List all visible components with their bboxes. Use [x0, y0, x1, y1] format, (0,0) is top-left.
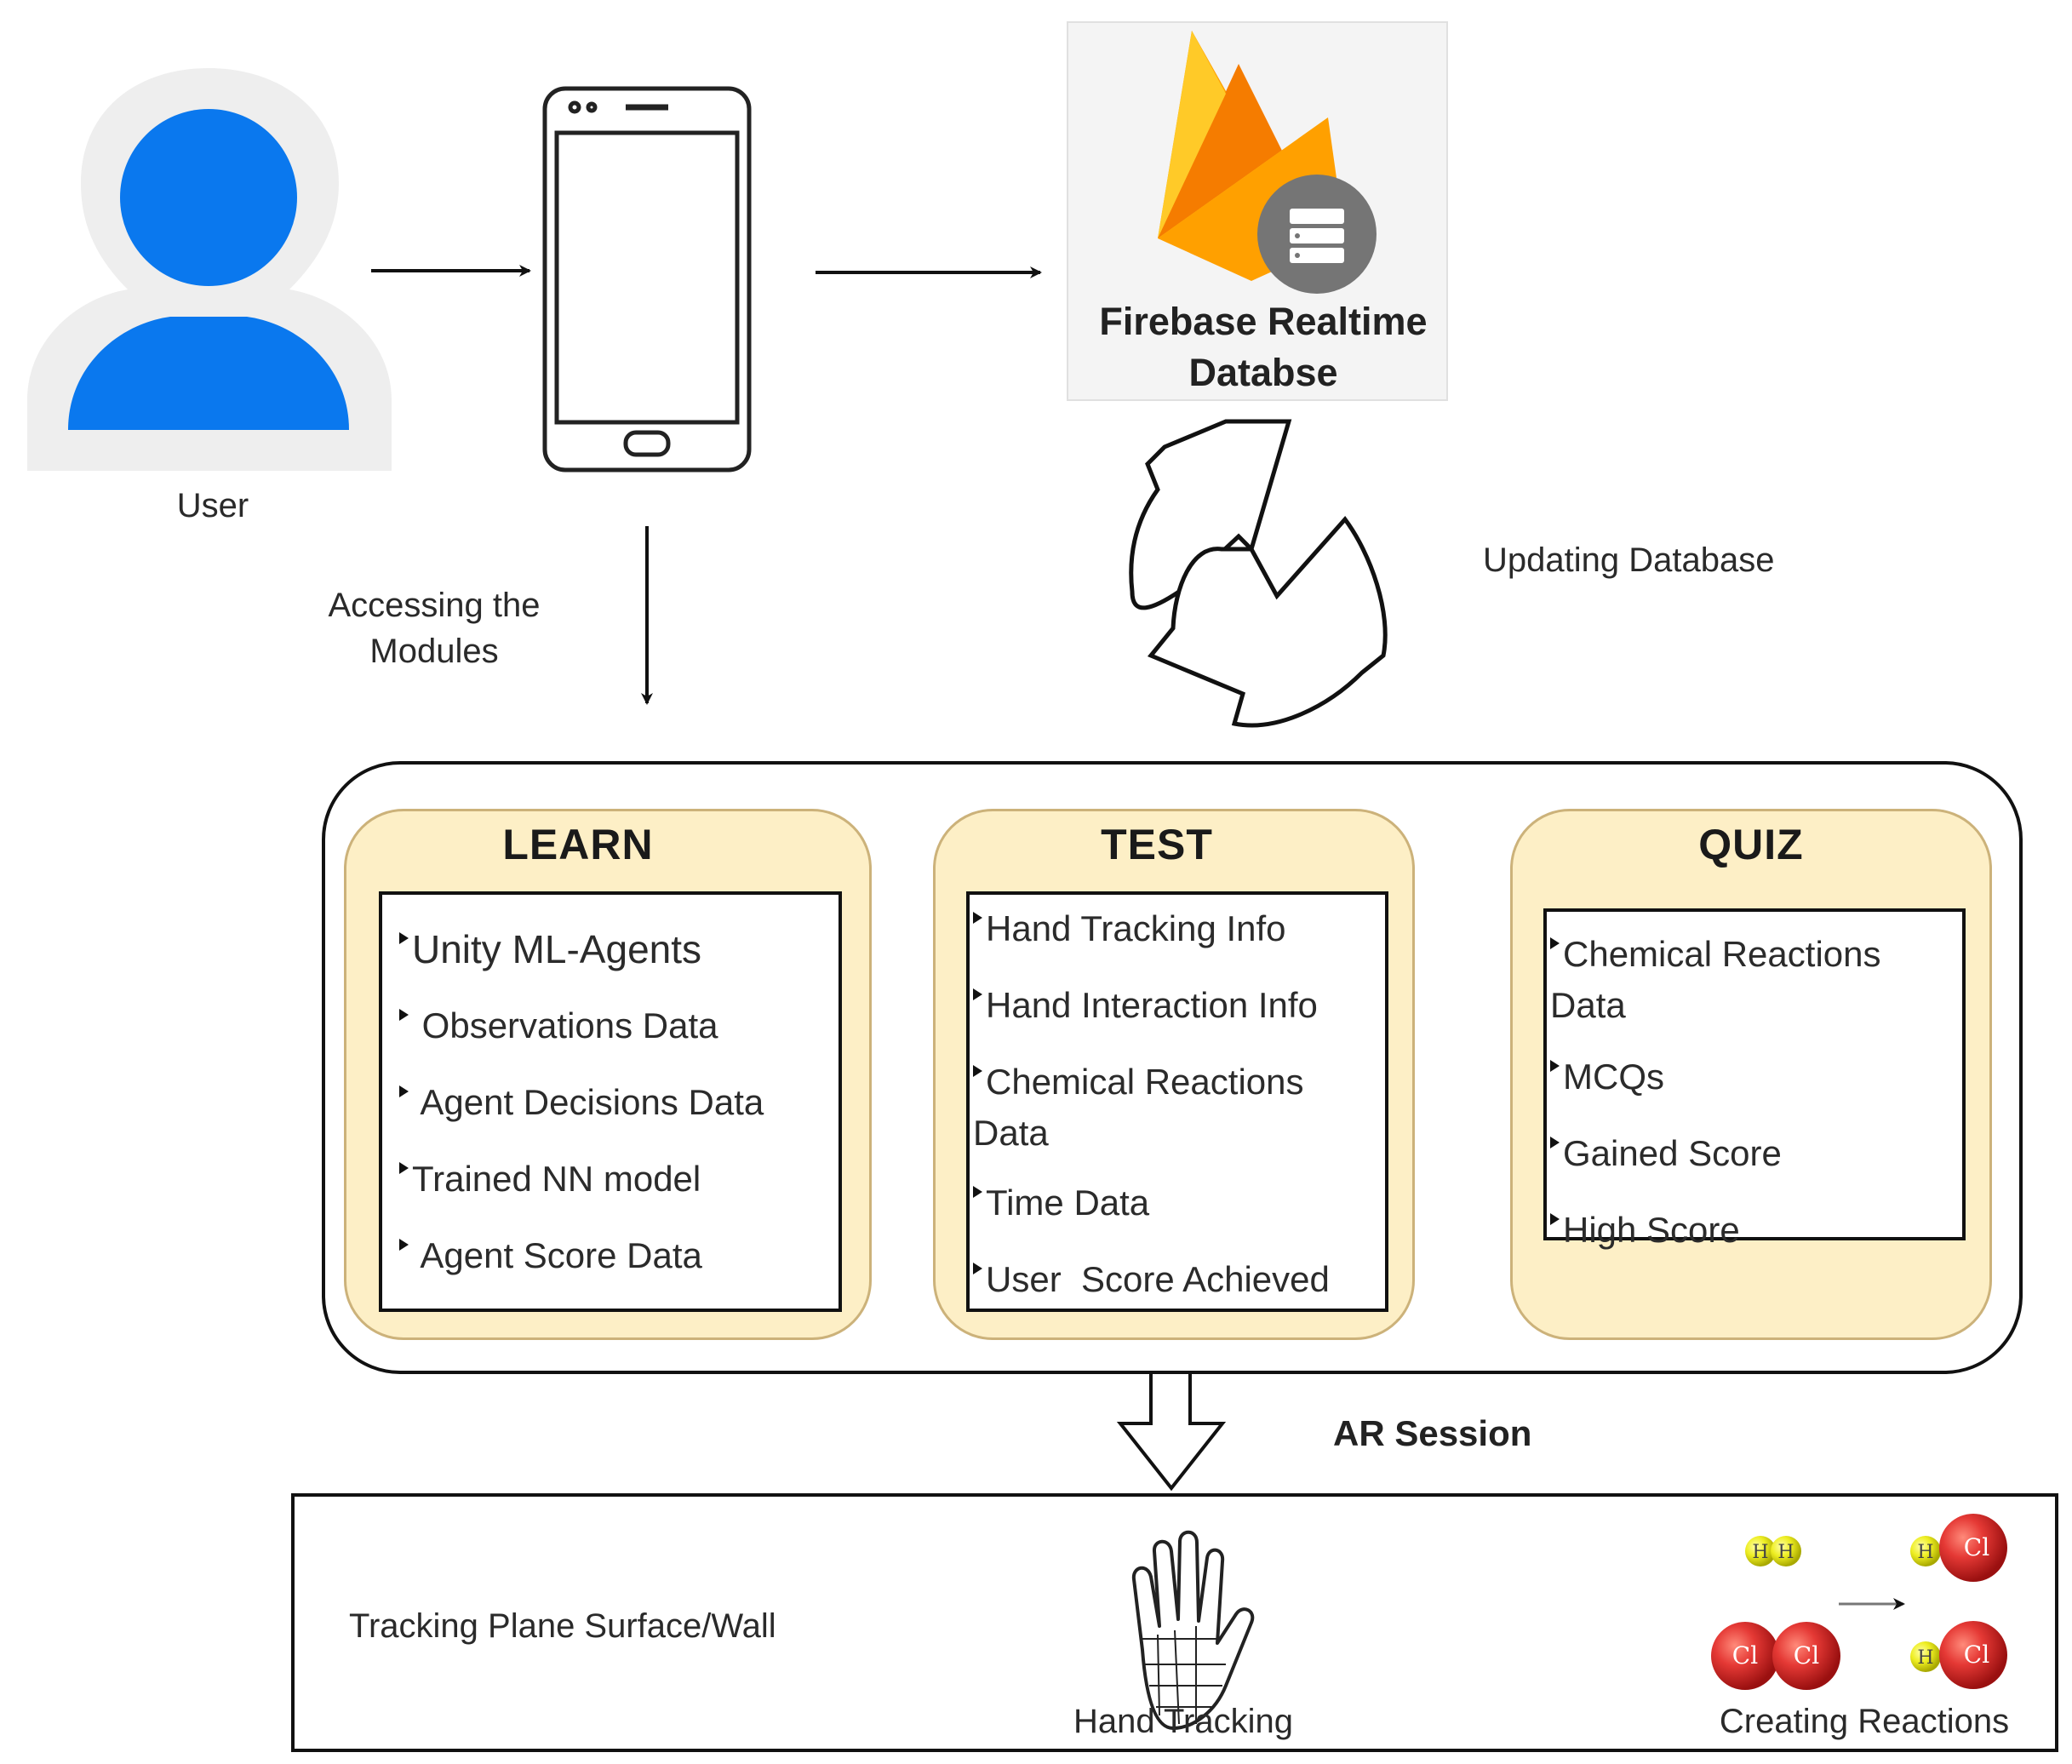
tracking-plane-label: Tracking Plane Surface/Wall — [349, 1607, 776, 1645]
list-item: Agent Score Data — [399, 1230, 702, 1281]
atom-cl-label: Cl — [1964, 1533, 1989, 1561]
list-item: Hand Tracking Info — [973, 903, 1286, 954]
bullet-icon — [399, 932, 409, 944]
bullet-icon — [399, 1009, 409, 1021]
list-item: Agent Decisions Data — [399, 1077, 764, 1128]
accessing-modules-label: Accessing the Modules — [298, 582, 570, 674]
module-learn-title: LEARN — [502, 821, 654, 868]
module-test-list: Hand Tracking Info Hand Interaction Info… — [966, 891, 1388, 1312]
bullet-icon — [1550, 1213, 1560, 1225]
hand-icon — [1131, 1530, 1255, 1730]
sync-arrows-icon — [1129, 419, 1388, 728]
bullet-icon — [973, 1065, 982, 1077]
atom-h-label: H — [1777, 1542, 1794, 1563]
module-quiz-title: QUIZ — [1698, 821, 1804, 868]
database-icon — [1257, 175, 1377, 294]
bullet-icon — [399, 1162, 409, 1174]
molecule-cl2: Cl Cl — [1711, 1622, 1840, 1690]
atom-cl-label: Cl — [1964, 1641, 1989, 1669]
module-learn-list: Unity ML-Agents Observations Data Agent … — [379, 891, 842, 1312]
molecule-hcl-bottom: H Cl — [1910, 1621, 2007, 1689]
bullet-icon — [399, 1085, 409, 1097]
creating-reactions-label: Creating Reactions — [1719, 1703, 2010, 1740]
atom-cl-label: Cl — [1732, 1641, 1758, 1670]
accessing-line2: Modules — [369, 633, 499, 670]
bullet-icon — [973, 1263, 982, 1274]
atom-h-label: H — [1752, 1542, 1768, 1563]
atom-h-label: H — [1917, 1647, 1933, 1669]
firebase-title-line2: Databse — [1188, 351, 1338, 394]
list-item: Unity ML-Agents — [399, 924, 701, 975]
list-item: MCQs — [1550, 1051, 1664, 1102]
bullet-icon — [1550, 937, 1560, 949]
atom-h-label: H — [1917, 1542, 1933, 1563]
molecule-h2: H H — [1745, 1536, 1801, 1566]
bullet-icon — [973, 988, 982, 1000]
hand-tracking-label: Hand Tracking — [1073, 1703, 1293, 1740]
atom-cl-label: Cl — [1794, 1641, 1819, 1670]
list-item: Trained NN model — [399, 1154, 701, 1205]
list-item: High Score — [1550, 1205, 1740, 1256]
module-quiz[interactable]: QUIZ Chemical Reactions Data MCQs Gained… — [1510, 809, 1992, 1340]
firebase-title-line1: Firebase Realtime — [1099, 300, 1428, 343]
list-item: Chemical Reactions — [1550, 929, 1881, 980]
bullet-icon — [973, 1186, 982, 1198]
bullet-icon — [1550, 1060, 1560, 1072]
module-learn[interactable]: LEARN Unity ML-Agents Observations Data … — [344, 809, 872, 1340]
list-item: Hand Interaction Info — [973, 980, 1318, 1031]
bullet-icon — [973, 912, 982, 924]
molecule-hcl-top: H Cl — [1910, 1514, 2007, 1582]
bullet-icon — [399, 1239, 409, 1251]
list-item-continued: Data — [1550, 985, 1626, 1025]
updating-database-label: Updating Database — [1483, 541, 1775, 579]
ar-session-arrow — [1116, 1371, 1227, 1492]
list-item: Chemical Reactions — [973, 1057, 1304, 1108]
module-test[interactable]: TEST Hand Tracking Info Hand Interaction… — [933, 809, 1415, 1340]
user-icon — [27, 68, 392, 471]
list-item: Observations Data — [399, 1000, 718, 1051]
list-item: Time Data — [973, 1177, 1149, 1228]
user-label: User — [176, 487, 249, 524]
ar-session-label: AR Session — [1333, 1413, 1532, 1453]
module-test-title: TEST — [1101, 821, 1213, 868]
list-item-continued: Data — [973, 1113, 1049, 1153]
list-item: User Score Achieved — [973, 1254, 1330, 1305]
accessing-line1: Accessing the — [328, 587, 541, 624]
smartphone-icon — [542, 86, 752, 472]
bullet-icon — [1550, 1137, 1560, 1148]
module-quiz-list: Chemical Reactions Data MCQs Gained Scor… — [1543, 908, 1966, 1250]
firebase-title: Firebase Realtime Databse — [1067, 296, 1459, 398]
list-item: Gained Score — [1550, 1128, 1782, 1179]
